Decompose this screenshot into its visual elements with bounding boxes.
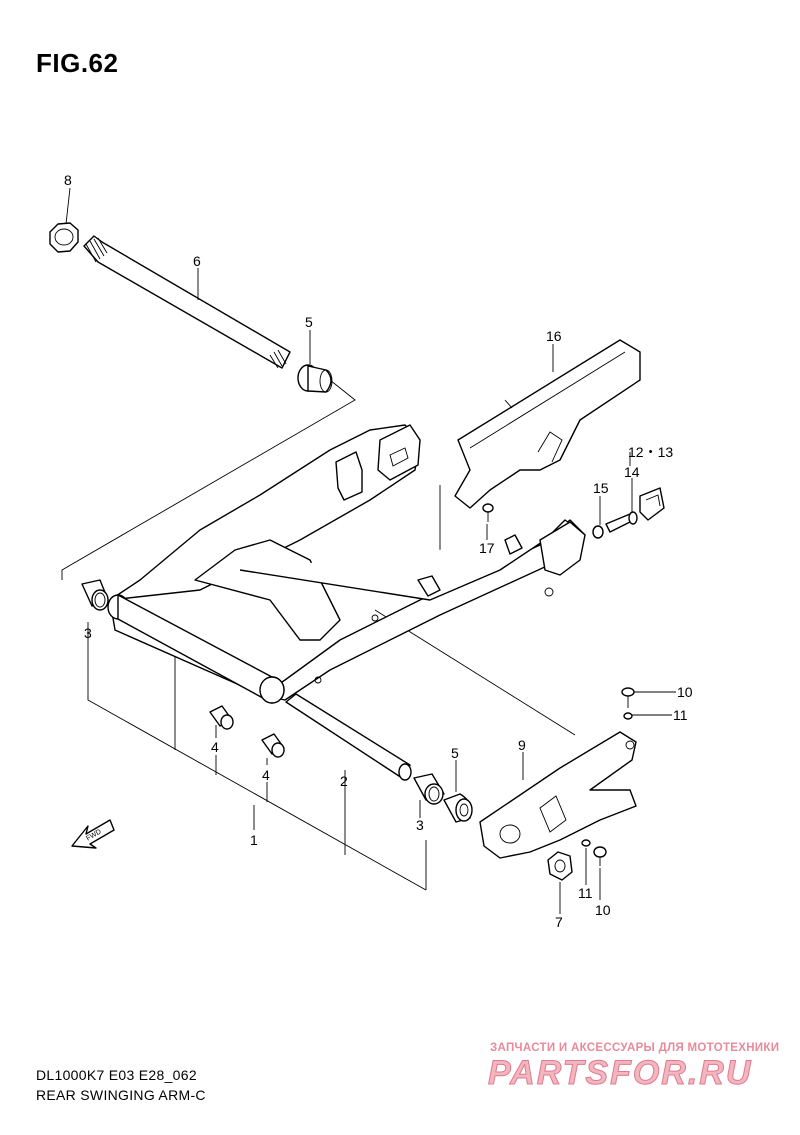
screw-part-17 (482, 503, 494, 522)
pivot-tube-part-2 (285, 693, 412, 781)
callout-11-lower: 11 (578, 885, 593, 901)
callout-14: 14 (624, 464, 640, 480)
callout-15: 15 (593, 480, 609, 496)
callout-3-right: 3 (416, 817, 424, 833)
callout-1: 1 (250, 832, 258, 848)
chain-case-part-16 (454, 339, 641, 509)
callout-2: 2 (340, 773, 348, 789)
callout-6: 6 (193, 253, 201, 269)
figure-name: REAR SWINGING ARM-C (36, 1087, 206, 1103)
chain-buffer-part-9 (479, 731, 637, 859)
callout-7: 7 (555, 914, 563, 930)
callout-labels: 8 6 5 16 12・13 14 15 17 3 4 4 2 1 5 3 9 … (64, 172, 693, 930)
bearing-part-3-left (81, 579, 109, 611)
callout-5-lower: 5 (451, 745, 459, 761)
watermark-tagline: ЗАПЧАСТИ И АКСЕССУАРЫ ДЛЯ МОТОТЕХНИКИ (490, 1042, 780, 1054)
bolt-part-14 (605, 511, 638, 533)
clip-part-12-13 (639, 487, 665, 521)
swing-arm-part-1 (107, 424, 586, 704)
collar-part-5-lower (443, 793, 473, 823)
washer-part-11-lower (581, 839, 591, 847)
callout-12-13: 12・13 (628, 444, 673, 460)
bolt-part-10-lower (593, 846, 607, 866)
bushing-part-4-b (261, 733, 285, 758)
callout-11-upper: 11 (673, 707, 688, 723)
pivot-shaft-part-6 (83, 235, 291, 369)
nut-part-7 (547, 851, 573, 881)
callout-5-upper: 5 (305, 314, 313, 330)
bearing-part-3-right (413, 773, 445, 805)
washer-part-11-upper (623, 712, 633, 720)
collar-part-5-upper (297, 364, 333, 393)
callout-8: 8 (64, 172, 72, 188)
callout-10-upper: 10 (677, 684, 693, 700)
callout-17: 17 (479, 540, 495, 556)
figure-title: FIG.62 (36, 48, 119, 78)
assembly-outline (61, 379, 576, 891)
callout-4-b: 4 (262, 767, 270, 783)
leader-lines (65, 187, 676, 914)
callout-3-left: 3 (84, 625, 92, 641)
callout-4-a: 4 (211, 739, 219, 755)
washer-part-15 (592, 525, 604, 539)
model-code: DL1000K7 E03 E28_062 (36, 1067, 197, 1083)
footer: DL1000K7 E03 E28_062 REAR SWINGING ARM-C (36, 1065, 206, 1105)
callout-16: 16 (546, 328, 562, 344)
fwd-arrow-icon: FWD (71, 819, 115, 849)
callout-9: 9 (518, 737, 526, 753)
callout-10-lower: 10 (595, 902, 611, 918)
nut-part-8 (49, 222, 79, 253)
watermark-logo: PARTSFOR.RU (487, 1054, 753, 1093)
bushing-part-4-a (209, 705, 234, 730)
bolt-part-10-upper (621, 687, 635, 708)
